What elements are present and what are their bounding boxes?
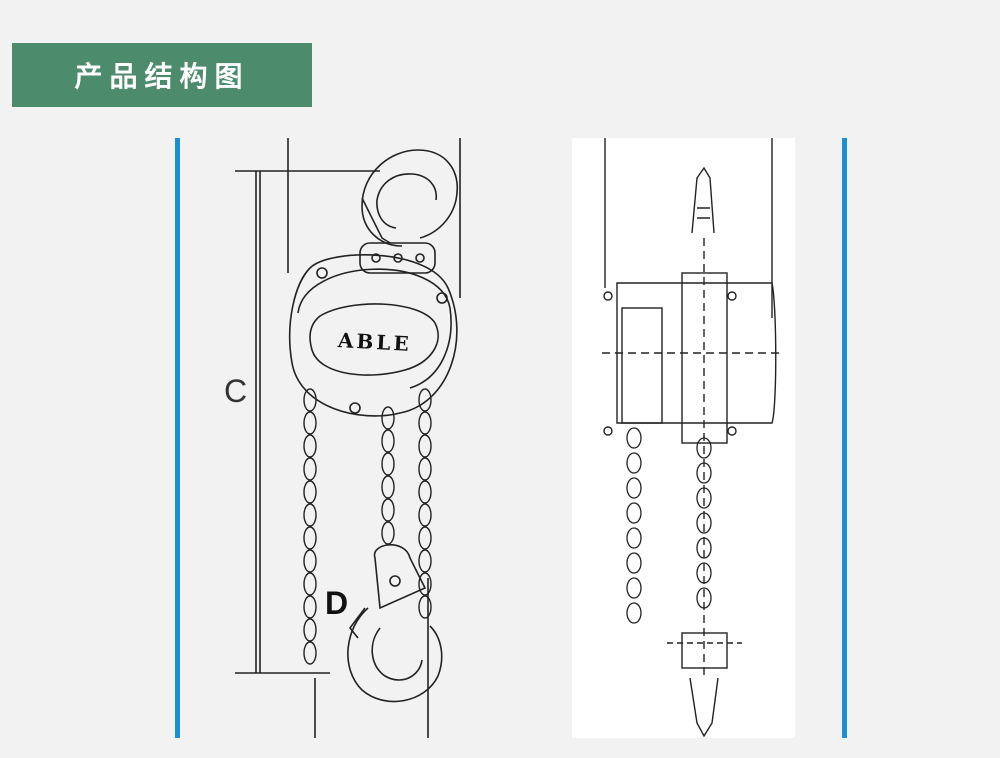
hoist-side-view-drawing [572, 138, 795, 738]
dimension-c-label: C [224, 373, 248, 409]
brand-plate-text: ABLE [337, 328, 413, 356]
hoist-front-view-drawing [235, 138, 461, 738]
section-title-banner: 产品结构图 [12, 43, 312, 107]
section-title: 产品结构图 [74, 60, 250, 93]
left-accent-line [175, 138, 180, 738]
right-accent-line [842, 138, 847, 738]
dimension-d-label: D [325, 585, 349, 621]
